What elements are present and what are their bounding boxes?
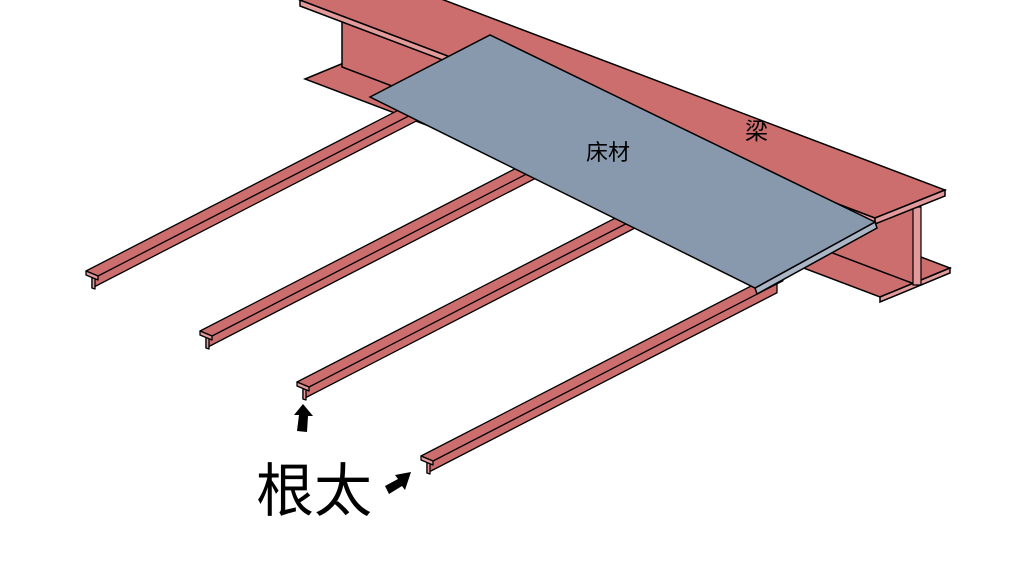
beam-label: 梁 bbox=[745, 119, 768, 145]
arrow-up-right-icon bbox=[385, 472, 411, 494]
arrow-up-icon bbox=[294, 404, 313, 432]
floor-board-label: 床材 bbox=[586, 141, 631, 166]
floor-board bbox=[368, 34, 878, 296]
joist bbox=[85, 95, 439, 290]
joist bbox=[420, 275, 784, 475]
joist-label: 根太 bbox=[256, 457, 373, 525]
